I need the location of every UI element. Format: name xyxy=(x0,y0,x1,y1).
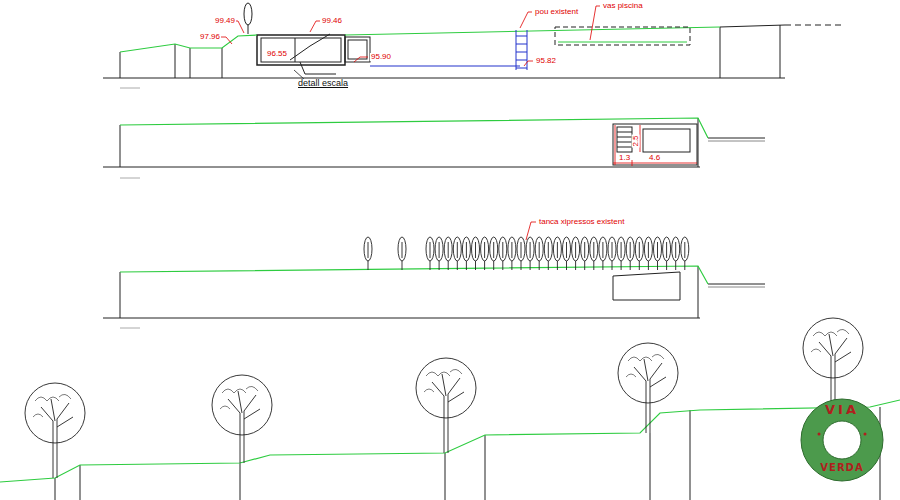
cypress-tree xyxy=(590,237,598,270)
cypress-tree xyxy=(526,237,534,270)
round-tree xyxy=(803,318,863,408)
level-label: 4.6 xyxy=(648,154,661,162)
detail-note: detall escala xyxy=(297,79,349,88)
cypress-tree xyxy=(626,237,634,270)
level-label: 95.90 xyxy=(370,53,392,61)
cypress-tree xyxy=(654,237,662,270)
level-label: 99.46 xyxy=(321,17,343,25)
cypress-tree xyxy=(563,237,571,270)
cypress-tree xyxy=(681,237,689,270)
level-label: 2.5 xyxy=(632,134,640,147)
level-label: vas piscina xyxy=(602,2,644,10)
cypress-tree xyxy=(453,237,461,270)
cypress-tree xyxy=(517,237,525,270)
level-label: 95.82 xyxy=(535,57,557,65)
cypress-tree xyxy=(581,237,589,270)
level-label: pou existent xyxy=(534,8,579,16)
cypress-tree xyxy=(364,237,372,270)
cypress-tree xyxy=(490,237,498,270)
cypress-tree xyxy=(572,237,580,270)
cypress-tree xyxy=(663,237,671,270)
cypress-row xyxy=(364,237,689,270)
cypress-tree xyxy=(599,237,607,270)
cypress-tree xyxy=(462,237,470,270)
cypress-tree xyxy=(472,237,480,270)
round-tree xyxy=(25,383,85,478)
cypress-tree xyxy=(398,237,406,270)
round-tree xyxy=(618,343,678,433)
cypress-tree xyxy=(644,237,652,270)
cypress-tree xyxy=(481,237,489,270)
cypress-tree xyxy=(553,237,561,270)
level-label: 99.49 xyxy=(214,17,236,25)
round-tree xyxy=(416,358,476,453)
tree-row xyxy=(25,318,863,478)
cypress-tree xyxy=(444,237,452,270)
cypress-tree xyxy=(435,237,443,270)
cypress-tree xyxy=(535,237,543,270)
cypress-tree xyxy=(508,237,516,270)
logo-word: VIA xyxy=(800,403,884,416)
cypress-tree xyxy=(499,237,507,270)
level-label: tanca xipressos existent xyxy=(538,218,625,226)
logo-word: VERDA xyxy=(800,463,884,473)
cypress-tree xyxy=(544,237,552,270)
cypress-tree xyxy=(617,237,625,270)
level-label: 96.55 xyxy=(266,50,288,58)
level-label: 1.3 xyxy=(618,154,631,162)
round-tree xyxy=(212,375,272,463)
level-label: 97.96 xyxy=(199,33,221,41)
cypress-tree xyxy=(426,237,434,270)
logo-badge: VIA VERDA xyxy=(800,398,884,482)
cypress-tree xyxy=(635,237,643,270)
cypress-tree xyxy=(672,237,680,270)
cypress-tree xyxy=(608,237,616,270)
